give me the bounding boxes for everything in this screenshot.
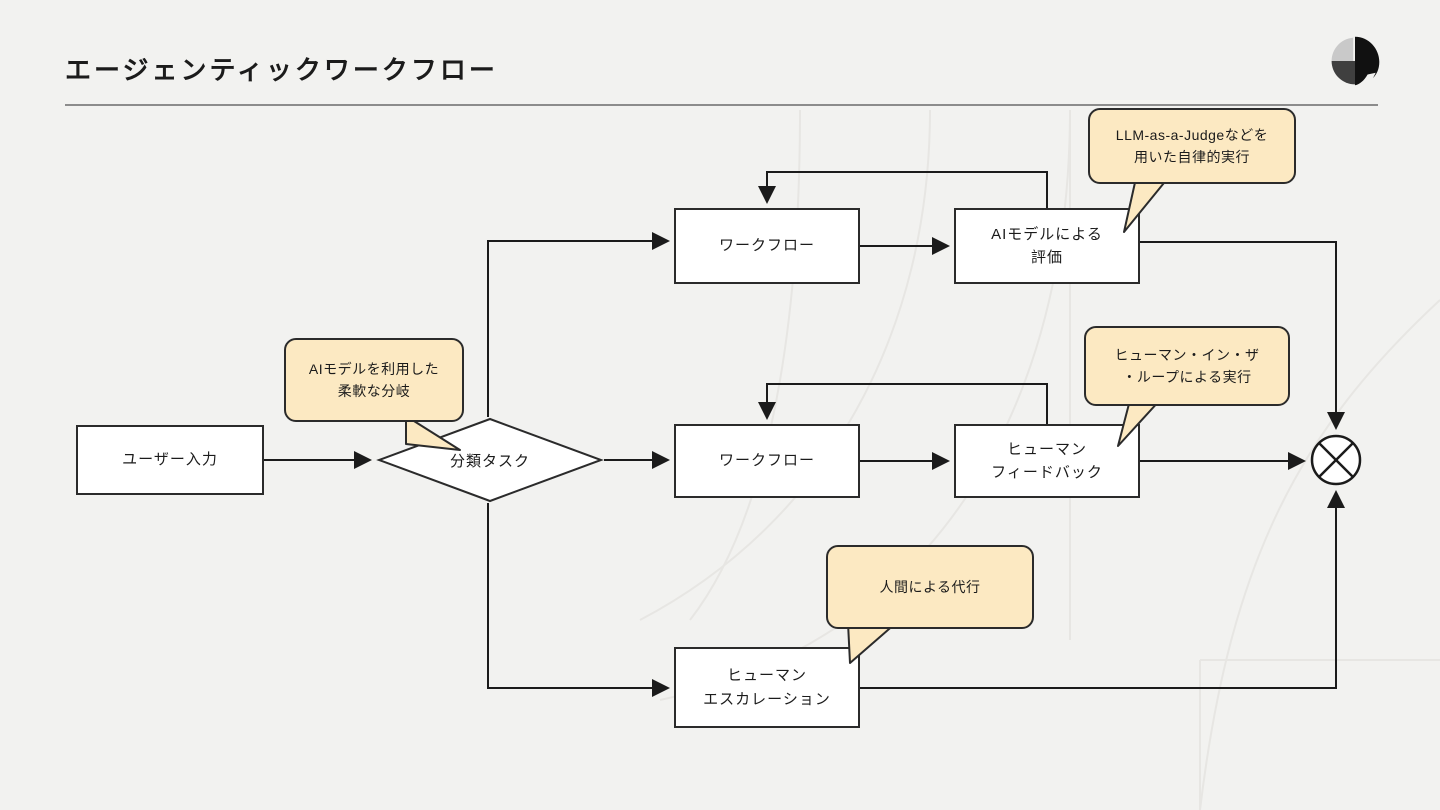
title-divider (65, 104, 1378, 106)
callout-human-substitution[interactable]: 人間による代行 (826, 545, 1034, 629)
node-human-feedback[interactable]: ヒューマン フィードバック (954, 424, 1140, 498)
callout-llm-as-a-judge[interactable]: LLM-as-a-Judgeなどを 用いた自律的実行 (1088, 108, 1296, 184)
node-label: 分類タスク (449, 452, 530, 470)
node-label: ワークフロー (718, 237, 815, 255)
node-classification-task[interactable]: 分類タスク (376, 416, 604, 504)
page-title: エージェンティックワークフロー (65, 55, 498, 85)
node-label: ヒューマン エスカレーション (703, 667, 831, 708)
node-workflow-middle[interactable]: ワークフロー (674, 424, 860, 498)
node-label: ヒューマン フィードバック (991, 440, 1103, 481)
node-label: ワークフロー (718, 452, 815, 470)
callout-label: AIモデルを利用した 柔軟な分岐 (308, 360, 440, 399)
node-user-input[interactable]: ユーザー入力 (76, 425, 264, 495)
node-human-escalation[interactable]: ヒューマン エスカレーション (674, 647, 860, 728)
callout-label: LLM-as-a-Judgeなどを 用いた自律的実行 (1115, 126, 1269, 165)
node-merge-junction[interactable] (1310, 434, 1362, 486)
node-label: ユーザー入力 (122, 451, 218, 469)
callout-flexible-branching[interactable]: AIモデルを利用した 柔軟な分岐 (284, 338, 464, 422)
callout-human-in-the-loop[interactable]: ヒューマン・イン・ザ ・ループによる実行 (1084, 326, 1290, 406)
node-workflow-top[interactable]: ワークフロー (674, 208, 860, 284)
callout-label: 人間による代行 (879, 578, 981, 595)
company-logo-icon (1331, 36, 1380, 86)
node-label: AIモデルによる 評価 (991, 225, 1103, 266)
callout-label: ヒューマン・イン・ザ ・ループによる実行 (1114, 346, 1260, 385)
node-ai-evaluation[interactable]: AIモデルによる 評価 (954, 208, 1140, 284)
